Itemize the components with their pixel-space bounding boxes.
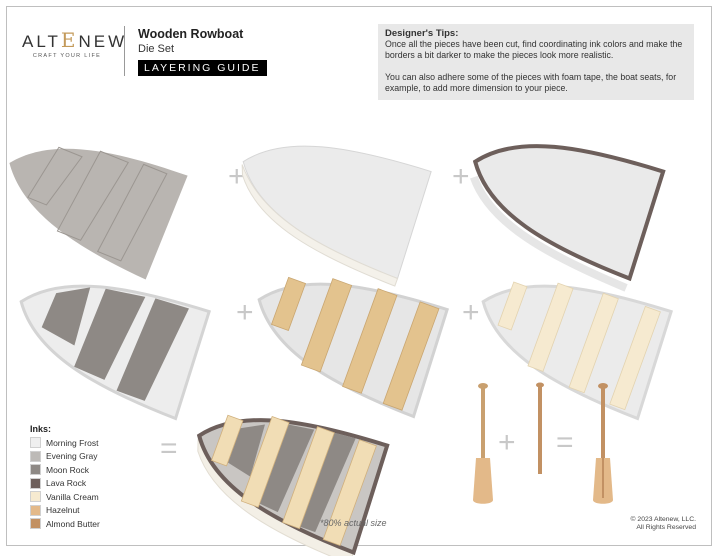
ink-swatch [30,477,41,489]
boat-hull-layer [241,145,432,287]
ink-swatch [30,518,41,530]
ink-swatch [30,504,41,516]
ink-item: Morning Frost [30,436,100,450]
tips-heading: Designer's Tips: [385,28,459,39]
boat-base-layer [9,146,188,280]
ink-swatch [30,450,41,462]
ink-item: Vanilla Cream [30,490,100,504]
ink-swatch [30,437,41,449]
designer-tips-box: Designer's Tips: Once all the pieces hav… [378,24,694,100]
inks-legend: Inks: Morning Frost Evening Gray Moon Ro… [30,424,100,531]
scale-note: *80% actual size [320,518,387,528]
boat-seat-tops-layer [481,281,674,421]
ink-item: Moon Rock [30,463,100,477]
ink-item: Evening Gray [30,450,100,464]
finished-boat [196,414,390,556]
plus-sign-3: + [236,296,254,329]
brand-tagline: CRAFT YOUR LIFE [32,53,102,59]
equals-sign-1: = [160,432,178,465]
inks-title: Inks: [30,424,52,434]
header-divider [124,26,125,76]
page-subtitle: Die Set [138,43,175,55]
oar-piece-1 [473,383,493,504]
ink-swatch [30,491,41,503]
ink-item: Hazelnut [30,504,100,518]
ink-swatch [30,464,41,476]
layering-guide-label: LAYERING GUIDE [138,60,267,76]
plus-sign-2: + [452,160,470,193]
oar-piece-2 [536,382,544,474]
ink-item: Almond Butter [30,517,100,531]
page-title: Wooden Rowboat [138,27,244,41]
boat-interior-layer [19,284,212,421]
page-frame [6,6,712,546]
ink-item: Lava Rock [30,477,100,491]
copyright: © 2023 Altenew, LLC. All Rights Reserved [630,516,696,531]
boat-seats-layer [257,276,450,419]
boat-border-layer [470,144,666,292]
tips-paragraph-1: Once all the pieces have been cut, find … [385,39,683,60]
plus-sign-1: + [228,160,246,193]
plus-sign-5: + [498,426,516,459]
brand-logo: ALTENEW CRAFT YOUR LIFE [22,28,128,59]
finished-oar [593,383,613,504]
brand-wordmark: ALTENEW [22,28,128,52]
equals-sign-2: = [556,426,574,459]
tips-paragraph-2: You can also adhere some of the pieces w… [385,72,677,93]
plus-sign-4: + [462,296,480,329]
